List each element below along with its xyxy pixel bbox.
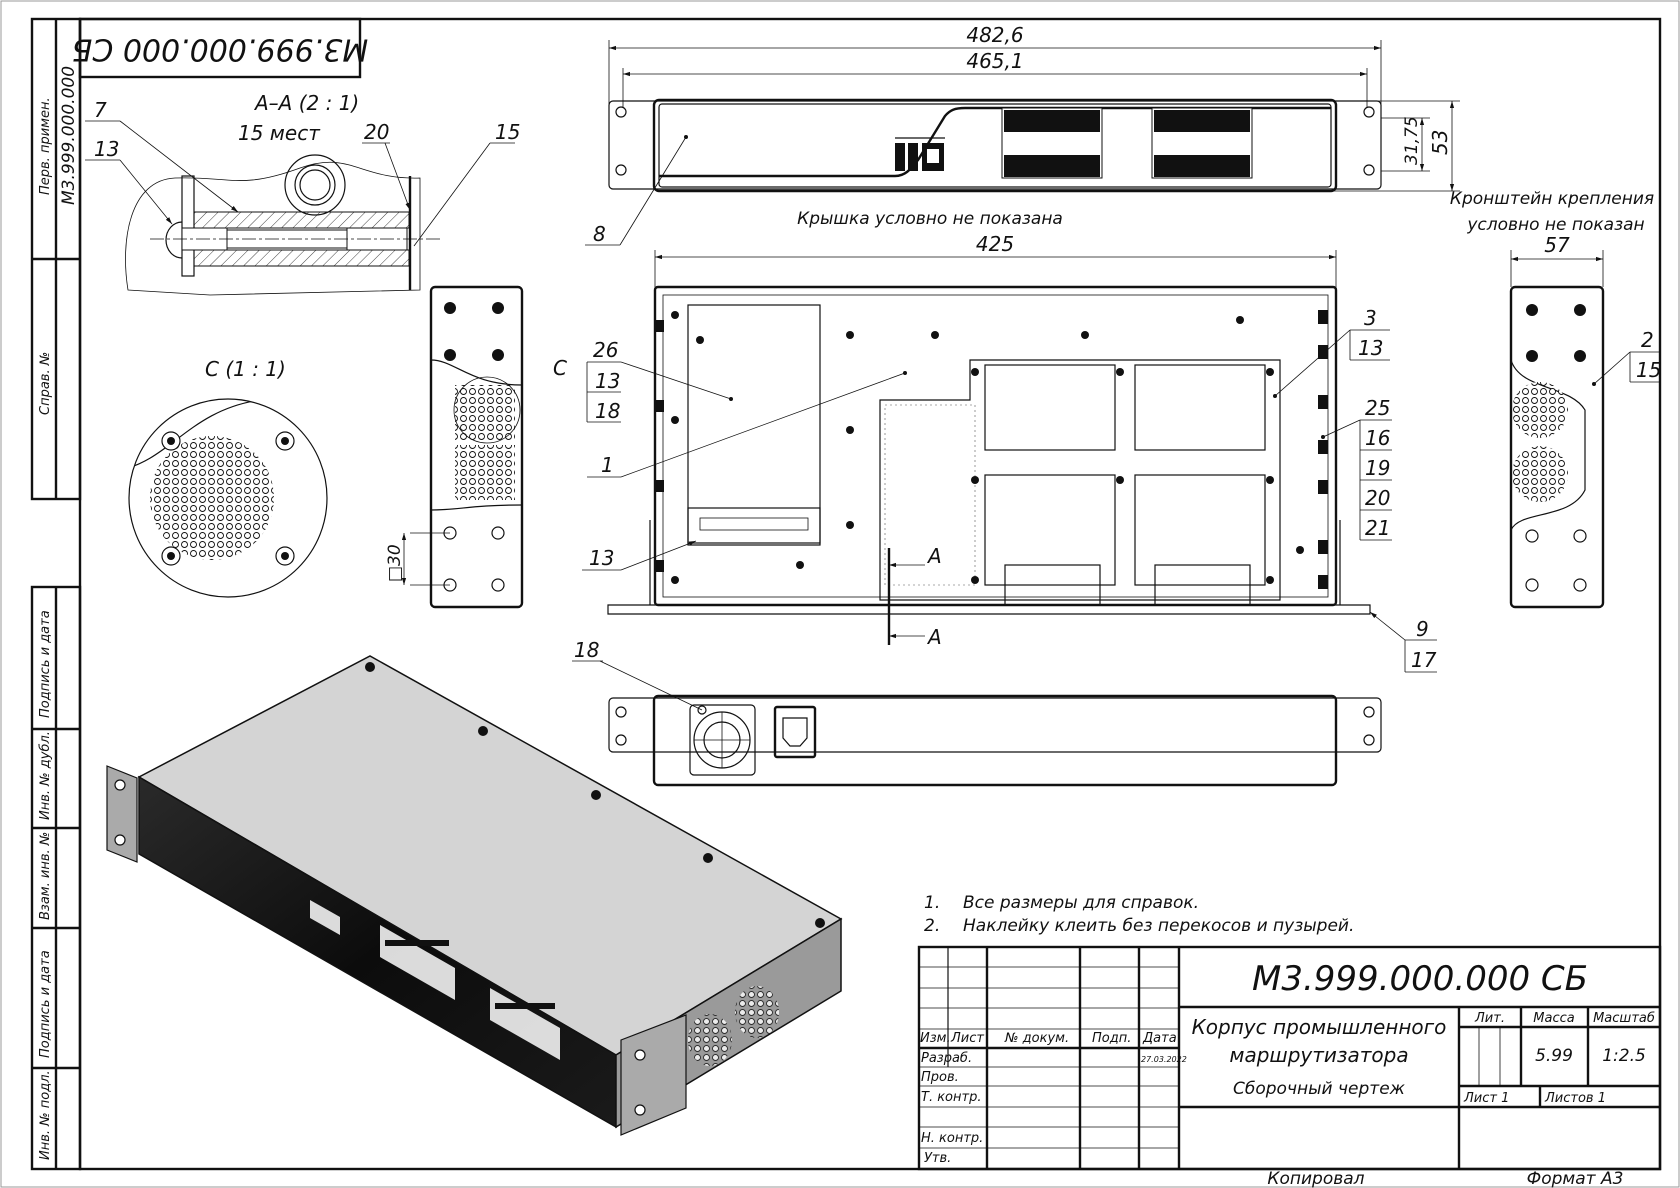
technical-notes: 1. Все размеры для справок. 2. Наклейку … [924,893,1354,936]
rj45-ports-group-2 [1151,107,1253,179]
callout-18b: 18 [574,638,599,662]
callout-20: 20 [364,120,389,144]
title-designation: М3.999.000.000 СБ [1252,959,1588,999]
callout-16: 16 [1365,426,1390,450]
detail-c-title: С (1 : 1) [205,357,286,381]
sheet-number: Лист 1 [1463,1091,1509,1106]
format-label: Формат А3 [1527,1169,1624,1188]
front-view: 482,6 465,1 53 31,75 8 Крышка условно не… [585,23,1460,246]
role-t-kontr: Т. контр. [921,1090,981,1105]
detail-c: С (1 : 1) [128,357,328,598]
left-side-view: С □30 [385,285,567,609]
title-name-line1: Корпус промышленного [1192,1015,1447,1039]
role-razrab: Разраб. [921,1051,972,1066]
section-subtitle: 15 мест [238,121,321,145]
masshtab-label: Масштаб [1593,1011,1655,1026]
dim-57: 57 [1544,233,1570,257]
rear-view: 18 [572,638,1382,787]
title-name-line2: маршрутизатора [1229,1043,1408,1067]
callout-stack-26-13-18: 26 13 18 [586,338,733,423]
dim-425: 425 [976,232,1014,256]
callout-17: 17 [1411,648,1437,672]
callout-13a: 13 [595,369,620,393]
note-1-text: Все размеры для справок. [963,893,1199,913]
role-n-kontr: Н. контр. [921,1131,983,1146]
fan-grille [689,704,756,776]
front-view-note: Крышка условно не показана [797,209,1063,229]
callout-20b: 20 [1365,486,1390,510]
razrab-date: 27.03.2022 [1141,1055,1187,1064]
masshtab-value: 1:2.5 [1602,1046,1646,1066]
header-podp: Подп. [1092,1031,1131,1046]
copied-label: Копировал [1267,1169,1364,1188]
callout-19: 19 [1365,456,1390,480]
callout-25: 25 [1365,396,1390,420]
callout-13: 13 [94,137,119,161]
stamp-designation: М3.999.000.000 СБ [72,32,368,67]
dim-53: 53 [1428,130,1452,155]
callout-15b: 15 [1636,358,1661,382]
podpis-data-label-2: Подпись и дата [38,950,53,1058]
power-socket [773,705,817,759]
sheets-total: Листов 1 [1544,1091,1606,1106]
role-prov: Пров. [921,1070,959,1085]
title-doc-type: Сборочный чертеж [1233,1079,1406,1099]
section-marker-bottom: А [926,625,942,649]
plan-view: 425 А А [582,232,1437,673]
callout-21: 21 [1365,516,1390,540]
right-side-view: Кронштейн крепления условно не показан 5… [1450,189,1661,609]
callout-stack-9-17: 9 17 [1369,611,1437,673]
inv-podl-label: Инв. № подл. [38,1070,53,1160]
detail-c-marker: С [553,356,567,380]
dim-482-6: 482,6 [966,23,1023,47]
perv-primen-label: Перв. примен. [38,97,53,195]
callout-3: 3 [1364,306,1377,330]
callout-8: 8 [593,222,606,246]
bracket-note-line2: условно не показан [1466,215,1644,235]
dim-465-1: 465,1 [966,49,1023,73]
callout-7: 7 [94,98,107,122]
callout-1: 1 [601,453,614,477]
callout-stack-3-13: 3 13 [1273,306,1390,398]
header-n-dokum: № докум. [1004,1031,1069,1046]
lit-label: Лит. [1474,1011,1505,1026]
rotated-stamp: М3.999.000.000 СБ [72,17,368,79]
massa-label: Масса [1533,1011,1574,1026]
isometric-view [106,655,843,1136]
section-a-a: А–А (2 : 1) 15 мест 7 13 20 15 [85,91,520,296]
sprav-label: Справ. № [38,352,53,415]
header-list: Лист [950,1031,984,1046]
left-strip: Перв. примен. М3.999.000.000 Справ. № По… [30,17,82,1171]
massa-value: 5.99 [1535,1046,1573,1066]
dim-square-30: □30 [385,544,405,582]
note-1-num: 1. [924,893,940,913]
section-title: А–А (2 : 1) [253,91,359,115]
callout-26: 26 [593,338,618,362]
header-data: Дата [1142,1031,1177,1046]
podpis-data-label-1: Подпись и дата [38,610,53,718]
note-2-text: Наклейку клеить без перекосов и пузырей. [963,916,1354,936]
callout-9: 9 [1416,617,1429,641]
header-izm: Изм. [920,1031,951,1046]
inv-dubl-label: Инв. № дубл. [38,731,53,820]
callout-13c: 13 [1358,336,1383,360]
section-marker-top: А [926,544,942,568]
note-2-num: 2. [924,916,940,936]
callout-18a: 18 [595,399,620,423]
callout-2: 2 [1641,328,1654,352]
vzam-inv-label: Взам. инв. № [38,832,53,920]
callout-15: 15 [495,120,520,144]
perv-primen-value: М3.999.000.000 [59,66,79,205]
rj45-ports-group-1 [1001,107,1103,179]
callout-13b: 13 [589,546,614,570]
callout-stack-25-21: 25 16 19 20 21 [1321,396,1392,541]
bracket-note-line1: Кронштейн крепления [1450,189,1654,209]
dim-31-75: 31,75 [1402,116,1422,165]
role-utv: Утв. [924,1151,951,1166]
title-block: М3.999.000.000 СБ Корпус промышленного м… [917,945,1662,1188]
